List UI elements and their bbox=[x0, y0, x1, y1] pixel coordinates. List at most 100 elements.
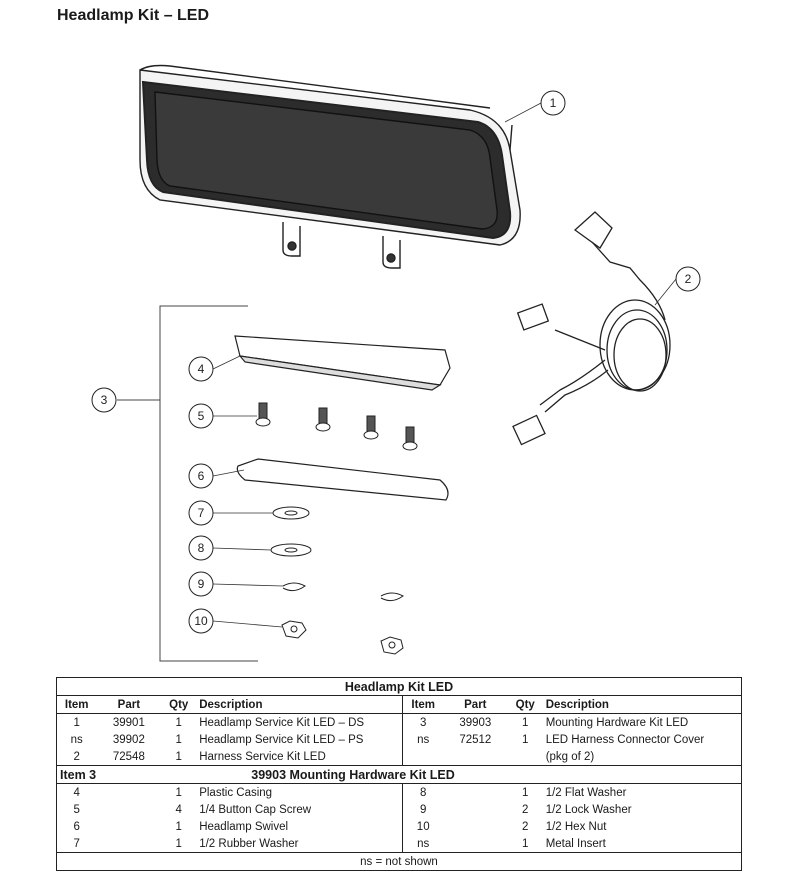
cell-item: 9 bbox=[420, 803, 427, 816]
plastic-casing-illustration bbox=[234, 335, 451, 391]
section-label: Item 3 bbox=[56, 765, 162, 784]
cell-item: 6 bbox=[73, 820, 80, 833]
header-description: Description bbox=[196, 695, 404, 714]
callout-label-10: 10 bbox=[194, 614, 208, 628]
cell-description: Plastic Casing bbox=[196, 783, 404, 801]
cell-qty: 1 bbox=[522, 733, 529, 746]
cell-description: Metal Insert bbox=[545, 837, 606, 850]
header-description: Description bbox=[545, 698, 609, 711]
cell-item: 3 bbox=[420, 716, 427, 729]
table-header-row: Item Part Qty Description Item Part Qty … bbox=[56, 695, 742, 714]
cell-part: 39903 bbox=[459, 716, 492, 729]
callout-3 bbox=[91, 387, 117, 413]
cell-item: 2 bbox=[73, 750, 80, 763]
cell-item: 1 bbox=[73, 716, 80, 729]
cell-part: 39902 bbox=[112, 733, 145, 746]
cell-qty: 1 bbox=[175, 786, 182, 799]
table-footer-note: ns = not shown bbox=[56, 852, 742, 871]
callout-label-7: 7 bbox=[198, 506, 205, 520]
cell-qty: 1 bbox=[175, 716, 182, 729]
cell-description: 1/2 Lock Washer bbox=[545, 803, 632, 816]
callout-4 bbox=[188, 356, 214, 382]
table-row: 6 1 Headlamp Swivel 10 2 1/2 Hex Nut bbox=[57, 818, 742, 835]
callout-label-6: 6 bbox=[198, 469, 205, 483]
cell-description: Headlamp Swivel bbox=[196, 818, 404, 835]
cell-qty: 1 bbox=[522, 837, 529, 850]
callout-label-5: 5 bbox=[198, 409, 205, 423]
cell-description: LED Harness Connector Cover bbox=[545, 733, 705, 746]
callout-9 bbox=[188, 571, 214, 597]
table-row: 2 72548 1 Harness Service Kit LED (pkg o… bbox=[57, 748, 742, 766]
cell-item: ns bbox=[417, 837, 430, 850]
callout-7 bbox=[188, 500, 214, 526]
cell-item: 8 bbox=[420, 786, 427, 799]
cell-item: 10 bbox=[416, 820, 430, 833]
header-qty: Qty bbox=[515, 698, 535, 711]
washers-nuts-illustration bbox=[270, 506, 404, 655]
table-footer-row: ns = not shown bbox=[56, 852, 742, 871]
header-part: Part bbox=[117, 698, 141, 711]
page-title: Headlamp Kit – LED bbox=[57, 7, 210, 24]
section-title: 39903 Mounting Hardware Kit LED bbox=[161, 765, 742, 784]
kit-bracket bbox=[117, 305, 258, 662]
cell-qty: 1 bbox=[175, 837, 182, 850]
callout-10 bbox=[188, 608, 214, 634]
header-item: Item bbox=[411, 698, 436, 711]
callout-label-8: 8 bbox=[198, 541, 205, 555]
headlamp-swivel-illustration bbox=[236, 458, 449, 501]
cell-item: 5 bbox=[73, 803, 80, 816]
harness-illustration bbox=[512, 211, 671, 446]
callout-5 bbox=[188, 403, 214, 429]
cell-qty: 1 bbox=[175, 750, 182, 763]
callout-label-1: 1 bbox=[550, 96, 557, 110]
cell-qty: 1 bbox=[175, 820, 182, 833]
header-qty: Qty bbox=[169, 698, 189, 711]
callout-6 bbox=[188, 463, 214, 489]
header-item: Item bbox=[64, 698, 89, 711]
table-row: 1 39901 1 Headlamp Service Kit LED – DS … bbox=[57, 713, 742, 731]
cell-description: (pkg of 2) bbox=[545, 750, 595, 763]
cell-qty: 4 bbox=[175, 803, 182, 816]
screws-illustration bbox=[255, 402, 418, 451]
callout-label-9: 9 bbox=[198, 577, 205, 591]
cell-description: 1/4 Button Cap Screw bbox=[196, 801, 404, 818]
cell-description: 1/2 Hex Nut bbox=[545, 820, 607, 833]
callout-8 bbox=[188, 535, 214, 561]
cell-part: 39901 bbox=[112, 716, 145, 729]
cell-description: 1/2 Rubber Washer bbox=[196, 835, 404, 853]
cell-part: 72548 bbox=[112, 750, 145, 763]
headlamp-illustration bbox=[139, 64, 521, 269]
callout-2 bbox=[675, 266, 701, 292]
parts-table: Headlamp Kit LED Item Part Qty Descripti… bbox=[56, 677, 742, 871]
callout-label-3: 3 bbox=[101, 393, 108, 407]
cell-item: ns bbox=[70, 733, 83, 746]
cell-description: Mounting Hardware Kit LED bbox=[545, 716, 689, 729]
callout-1 bbox=[540, 90, 566, 116]
table-title: Headlamp Kit LED bbox=[56, 677, 742, 696]
cell-item: ns bbox=[417, 733, 430, 746]
cell-description: Harness Service Kit LED bbox=[196, 748, 404, 766]
table-row: 5 4 1/4 Button Cap Screw 9 2 1/2 Lock Wa… bbox=[57, 801, 742, 818]
callout-label-2: 2 bbox=[685, 272, 692, 286]
cell-part: 72512 bbox=[459, 733, 492, 746]
header-part: Part bbox=[464, 698, 487, 711]
cell-qty: 2 bbox=[522, 803, 529, 816]
cell-part bbox=[443, 748, 508, 766]
cell-description: 1/2 Flat Washer bbox=[545, 786, 627, 799]
callout-label-4: 4 bbox=[198, 362, 205, 376]
cell-description: Headlamp Service Kit LED – DS bbox=[196, 713, 404, 731]
table-row: 7 1 1/2 Rubber Washer ns 1 Metal Insert bbox=[57, 835, 742, 853]
cell-item: 7 bbox=[73, 837, 80, 850]
table-row: 4 1 Plastic Casing 8 1 1/2 Flat Washer bbox=[57, 783, 742, 801]
section-header-row: Item 3 39903 Mounting Hardware Kit LED bbox=[56, 765, 742, 784]
exploded-parts-diagram: 1 2 3 4 5 6 7 8 9 10 bbox=[91, 64, 701, 662]
cell-qty: 2 bbox=[522, 820, 529, 833]
cell-item bbox=[403, 748, 443, 766]
cell-qty: 1 bbox=[522, 716, 529, 729]
cell-qty bbox=[508, 748, 543, 766]
leader-lines bbox=[212, 102, 677, 628]
cell-description: Headlamp Service Kit LED – PS bbox=[196, 731, 404, 748]
cell-item: 4 bbox=[73, 786, 80, 799]
table-row: ns 39902 1 Headlamp Service Kit LED – PS… bbox=[57, 731, 742, 748]
callout-circles bbox=[91, 90, 701, 634]
